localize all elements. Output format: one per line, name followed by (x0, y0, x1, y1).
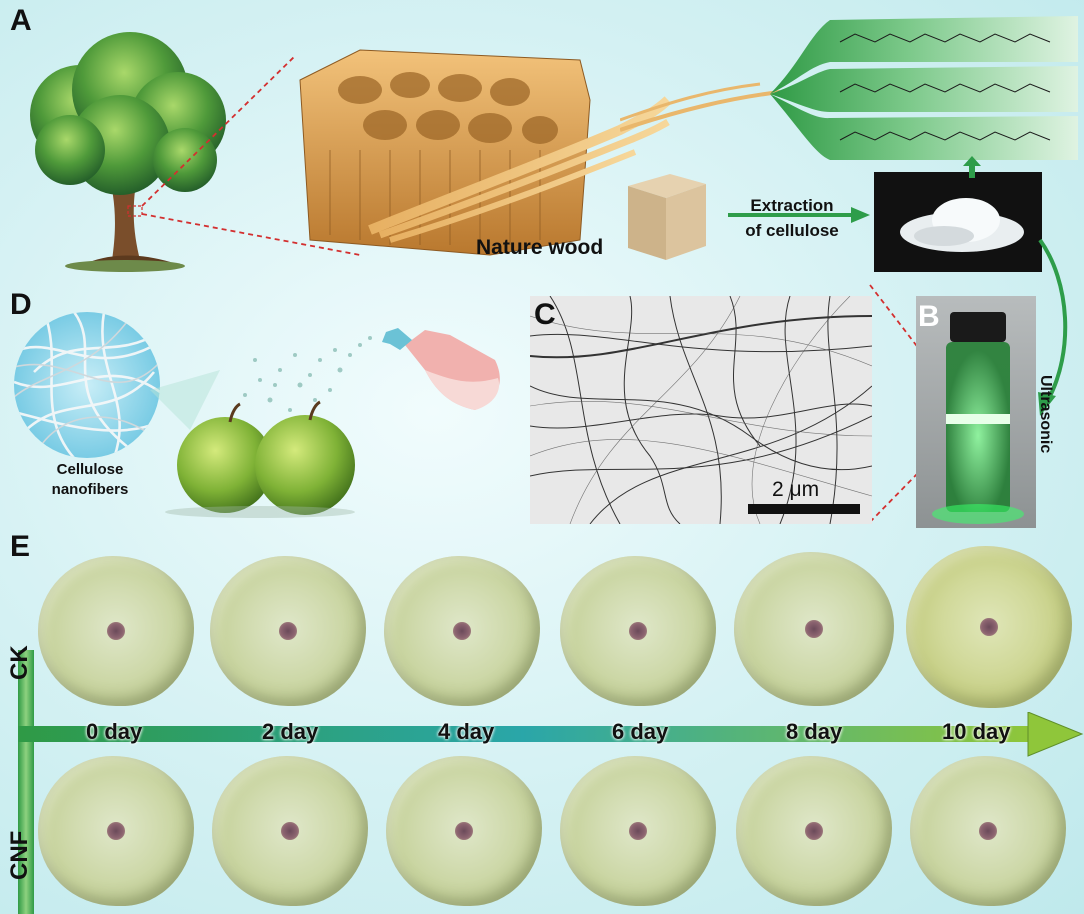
day-label-6: 6 day (612, 719, 669, 744)
panel-letter-d: D (10, 288, 32, 321)
apple-stem (455, 822, 473, 840)
day-label-2: 2 day (262, 719, 319, 744)
apple-cnf-day10 (910, 756, 1066, 906)
extraction-label-line2: of cellulose (745, 221, 839, 240)
row-divider-bar (18, 650, 34, 914)
apple-stem (453, 622, 471, 640)
row-label-cnf: CNF (6, 830, 33, 880)
apple-cnf-day0 (38, 756, 194, 906)
timeline-arrow (18, 712, 1084, 757)
apple-ck-day2 (210, 556, 366, 706)
apple-ck-day6 (560, 556, 716, 706)
scale-bar-label: 2 μm (772, 478, 820, 501)
cellulose-molecular-structure (770, 16, 1078, 160)
wood-cell-structure (299, 49, 670, 256)
row-label-ck: CK (6, 645, 33, 680)
nature-wood-label: Nature wood (476, 236, 604, 259)
day-label-4: 4 day (438, 719, 495, 744)
apple-cnf-day6 (560, 756, 716, 906)
apple-stem (805, 822, 823, 840)
nanofiber-label-line2: nanofibers (51, 481, 129, 498)
apple-ck-day0 (38, 556, 194, 706)
nanofiber-zoom-circle (14, 312, 160, 458)
apple-stem (629, 622, 647, 640)
apple-stem (107, 822, 125, 840)
apple-stem (979, 822, 997, 840)
cellulose-powder-photo (874, 172, 1042, 272)
apple-stem (107, 622, 125, 640)
nanofiber-label-line1: Cellulose (56, 461, 124, 478)
apple-stem (805, 620, 823, 638)
wood-cube (628, 174, 706, 260)
extraction-label: Extraction of cellulose (742, 196, 842, 240)
day-label-10: 10 day (942, 719, 1011, 744)
apple-stem (629, 822, 647, 840)
apple-stem (980, 618, 998, 636)
panel-letter-a: A (10, 4, 32, 37)
tree-illustration (30, 32, 226, 272)
apple-ck-day8 (734, 552, 894, 706)
vial-photo (916, 296, 1036, 528)
extraction-label-line1: Extraction (750, 196, 834, 215)
day-label-0: 0 day (86, 719, 143, 744)
nanofiber-strand (620, 82, 780, 132)
apple-ck-day4 (384, 556, 540, 706)
apple-cnf-day4 (386, 756, 542, 906)
apple-stem (281, 822, 299, 840)
up-arrow (963, 156, 981, 178)
day-label-8: 8 day (786, 719, 843, 744)
apple-cnf-day2 (212, 756, 368, 906)
apple-cnf-day8 (736, 756, 892, 906)
nanofiber-label: Cellulose nanofibers (30, 460, 150, 500)
apple-ck-day10 (906, 546, 1072, 708)
panel-letter-e: E (10, 530, 31, 563)
tem-image (530, 296, 872, 524)
spray-and-apples-illustration (150, 328, 500, 518)
extraction-arrow (728, 207, 870, 223)
apple-stem (279, 622, 297, 640)
ultrasonic-arrow (1038, 238, 1068, 416)
panel-letter-b: B (918, 300, 940, 333)
ultrasonic-label: Ultrasonic (1037, 375, 1054, 454)
panel-letter-c: C (534, 298, 556, 331)
